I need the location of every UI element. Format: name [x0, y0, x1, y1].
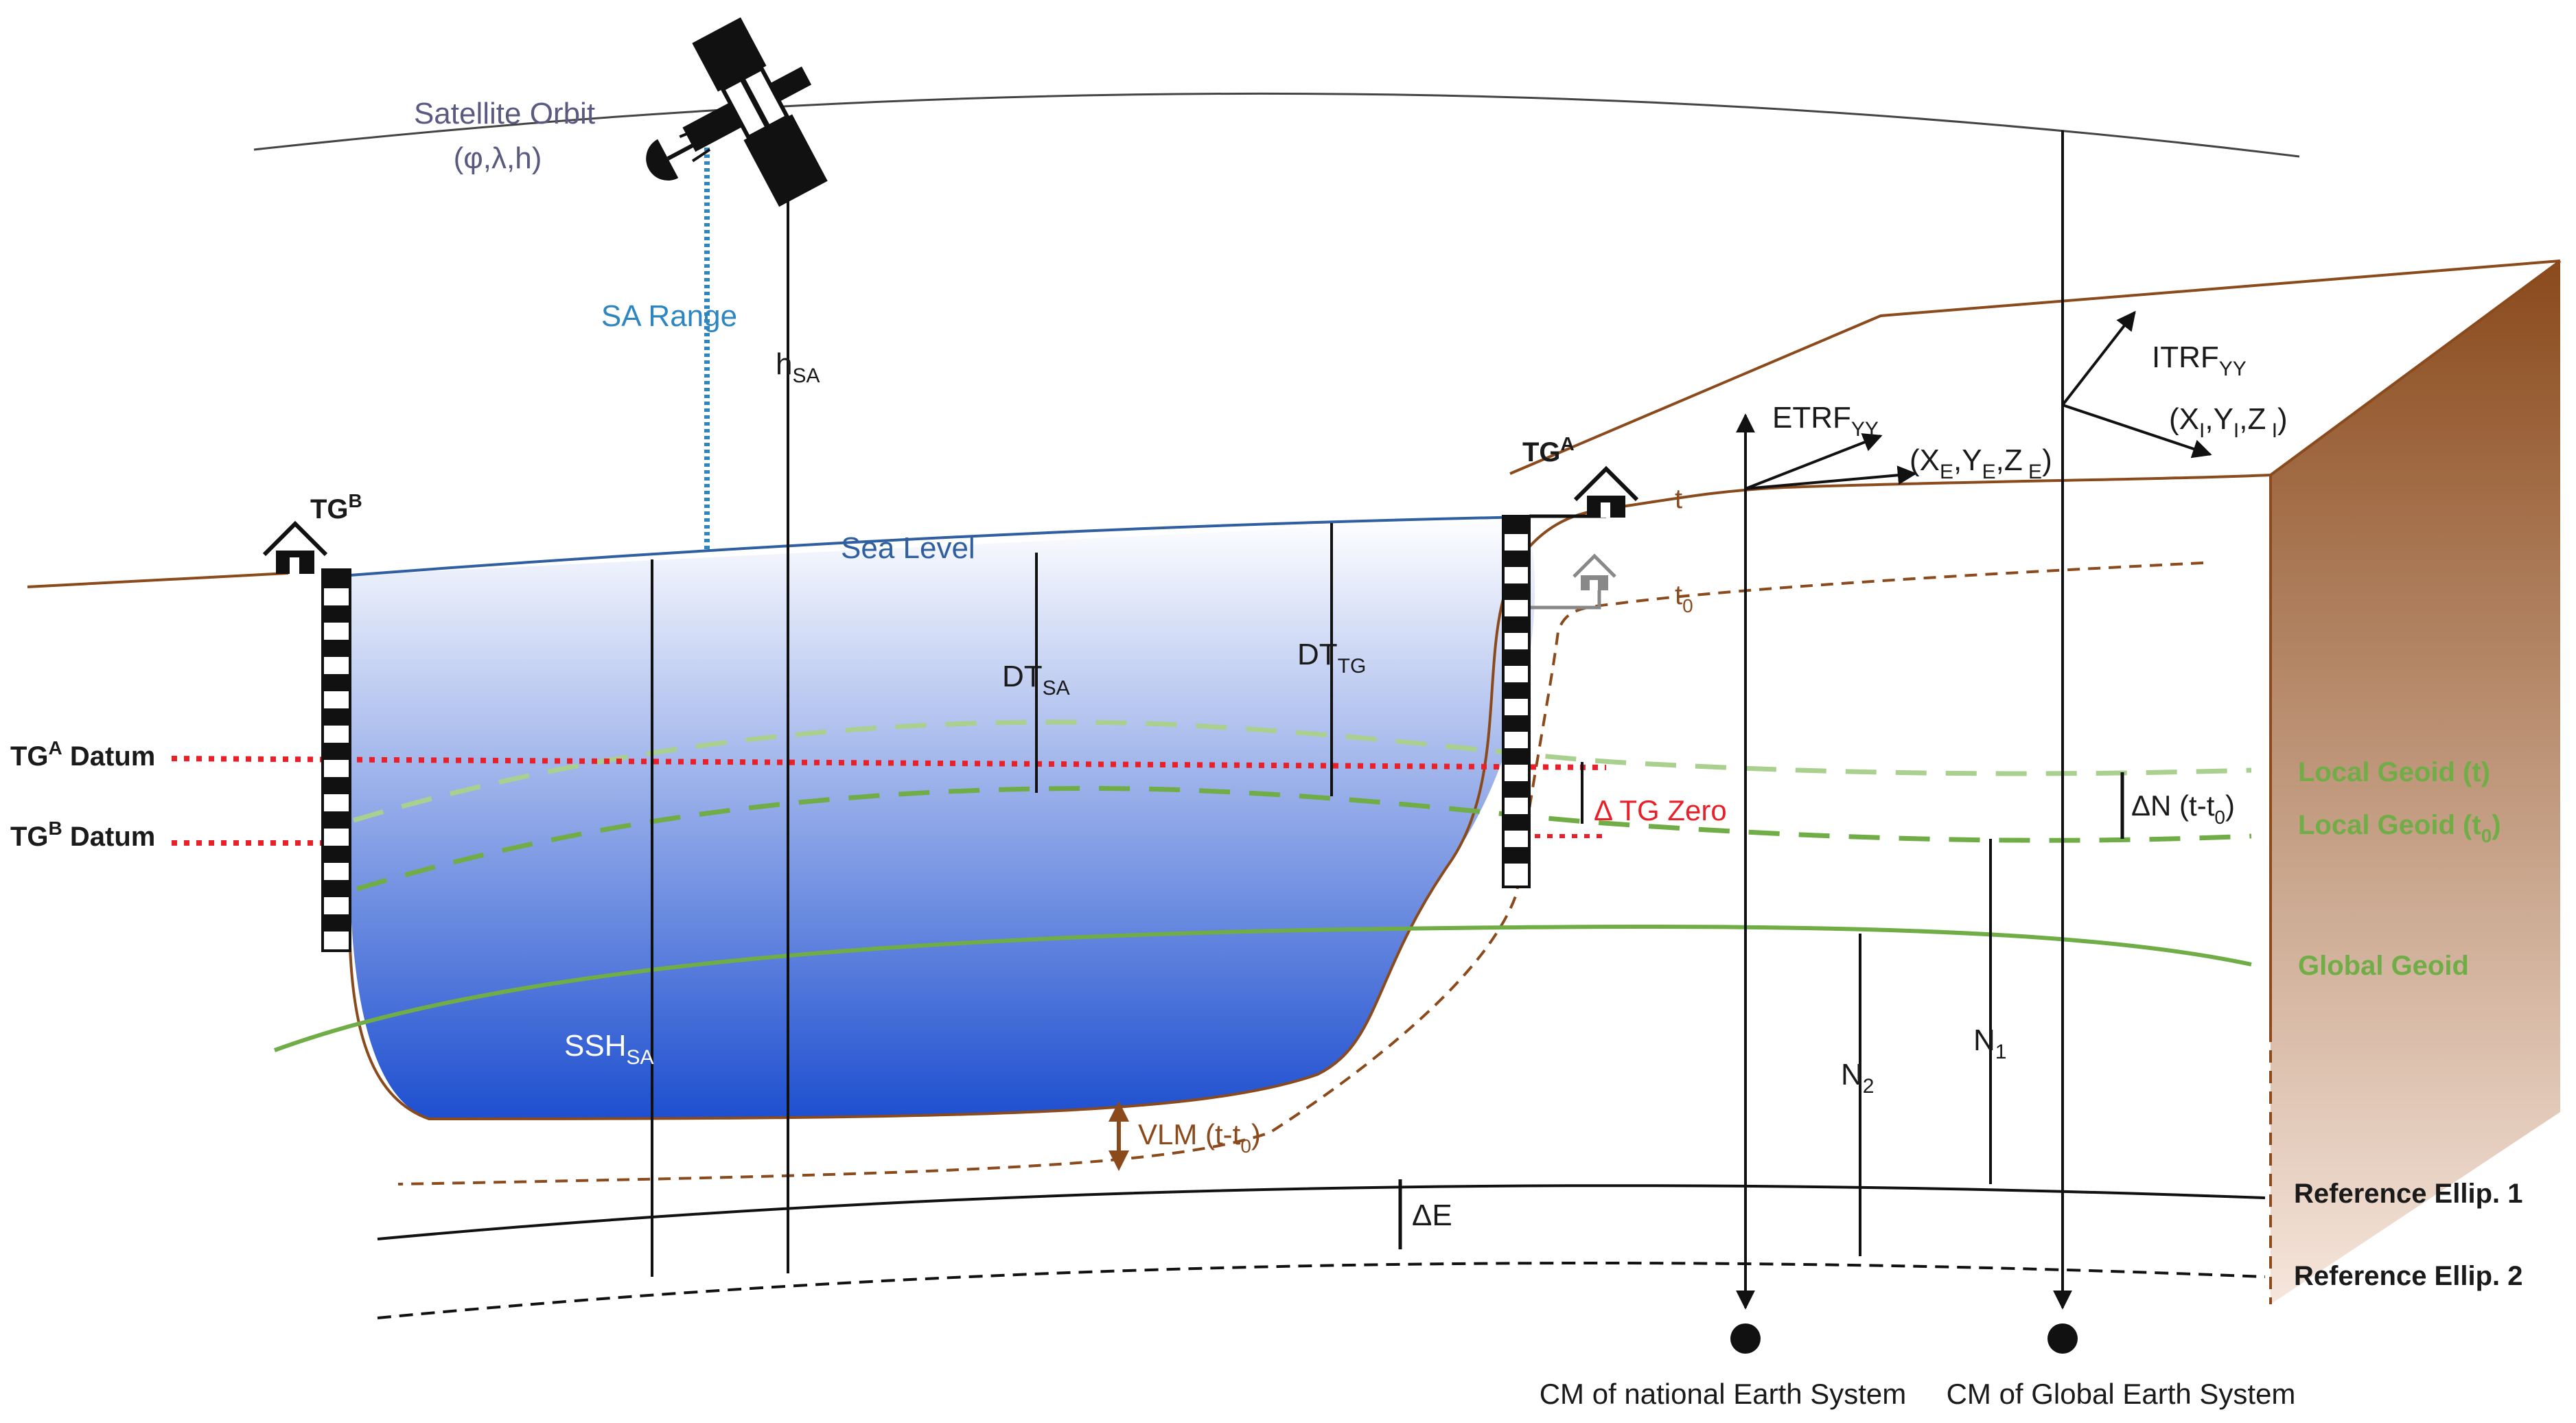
staff-block	[1505, 518, 1528, 534]
satellite-coords-label: (φ,λ,h)	[454, 141, 542, 175]
staff-block	[324, 571, 349, 588]
itrf-axis-right	[2062, 404, 2212, 459]
tide-gauge-staff-icon	[1502, 515, 1531, 888]
tide-gauge-staff-icon	[321, 568, 351, 952]
staff-block	[1505, 649, 1528, 666]
staff-block	[1505, 682, 1528, 699]
sea-level-line	[349, 516, 1528, 577]
sa-range-label: SA Range	[601, 299, 737, 333]
ssh-sa-label: SSHSA	[564, 1029, 654, 1069]
t0-label: t0	[1675, 580, 1693, 616]
satellite-icon	[646, 17, 828, 207]
staff-block	[1505, 814, 1528, 831]
etrf-axis-right	[1745, 465, 1917, 490]
sea-body	[350, 517, 1535, 1119]
staff-block	[324, 640, 349, 657]
global-geoid	[273, 925, 2252, 1052]
tga-datum-label: TGA Datum	[10, 737, 155, 772]
t-label: t	[1675, 484, 1682, 514]
vlm-label: VLM (t-t0)	[1138, 1118, 1261, 1157]
dt-tg-label: DTTG	[1297, 638, 1366, 678]
house-icon	[1573, 553, 1616, 590]
reference-ellipsoid-1-label: Reference Ellip. 1	[2294, 1179, 2522, 1209]
staff-block	[324, 914, 349, 932]
staff-block	[324, 708, 349, 726]
staff-block	[1505, 551, 1528, 567]
etrf-axis-up	[1745, 433, 1883, 490]
local-geoid-t0	[356, 786, 2252, 892]
etrf-label: ETRFYY	[1772, 401, 1879, 441]
delta-e-label: ΔE	[1412, 1199, 1452, 1232]
cm-global-label: CM of Global Earth System	[1947, 1378, 2296, 1410]
staff-block	[1505, 847, 1528, 864]
staff-block	[324, 605, 349, 623]
house-icon	[1573, 465, 1639, 518]
itrf-axis-up	[2061, 310, 2136, 406]
center-of-mass-dot-icon	[2047, 1323, 2078, 1354]
tga-datum-line	[171, 756, 1607, 770]
staff-block	[1505, 616, 1528, 633]
center-of-mass-dot-icon	[1730, 1323, 1761, 1354]
staff-block	[1505, 781, 1528, 798]
delta-n-label: ΔN (t-t0)	[2131, 789, 2235, 828]
tgb-label: TGB	[310, 490, 362, 524]
tgb-datum-label: TGB Datum	[10, 818, 155, 852]
local-geoid-t-label: Local Geoid (t)	[2298, 757, 2490, 787]
h-sa-label: hSA	[776, 347, 820, 387]
staff-block	[324, 811, 349, 829]
etrf-coords-label: (XE,YE,Z E)	[1910, 443, 2052, 483]
staff-block	[1505, 748, 1528, 765]
tga-t0-connector	[1527, 590, 1601, 610]
satellite-orbit-line	[253, 92, 2300, 158]
staff-block	[324, 777, 349, 794]
itrf-label: ITRFYY	[2152, 340, 2247, 380]
local-geoid-t0-label: Local Geoid (t0)	[2298, 810, 2501, 846]
reference-ellipsoid-1	[377, 1184, 2266, 1240]
sea-level-label: Sea Level	[841, 531, 975, 565]
satellite-orbit-label: Satellite Orbit	[414, 97, 595, 130]
global-geoid-label: Global Geoid	[2298, 951, 2469, 981]
n2-label: N2	[1841, 1058, 1874, 1098]
staff-block	[1505, 583, 1528, 600]
land-top-surface-outline	[1509, 259, 2562, 1030]
n1-label: N1	[1973, 1023, 2006, 1063]
reference-ellipsoid-2	[377, 1262, 2266, 1319]
staff-block	[1505, 715, 1528, 732]
staff-block	[324, 743, 349, 760]
tga-label: TGA	[1522, 433, 1575, 467]
land-surface-t	[27, 474, 2271, 588]
house-icon	[262, 520, 328, 574]
staff-block	[324, 846, 349, 863]
cm-national-label: CM of national Earth System	[1540, 1378, 1907, 1410]
itrf-coords-label: (XI,YI,Z I)	[2169, 402, 2288, 442]
staff-block	[324, 880, 349, 897]
staff-block	[324, 674, 349, 691]
delta-tg-zero-label: Δ TG Zero	[1594, 794, 1727, 826]
local-geoid-t	[352, 719, 2252, 823]
reference-ellipsoid-2-label: Reference Ellip. 2	[2294, 1261, 2522, 1291]
land-cliff-face	[2271, 261, 2560, 1304]
dt-sa-label: DTSA	[1002, 660, 1070, 699]
